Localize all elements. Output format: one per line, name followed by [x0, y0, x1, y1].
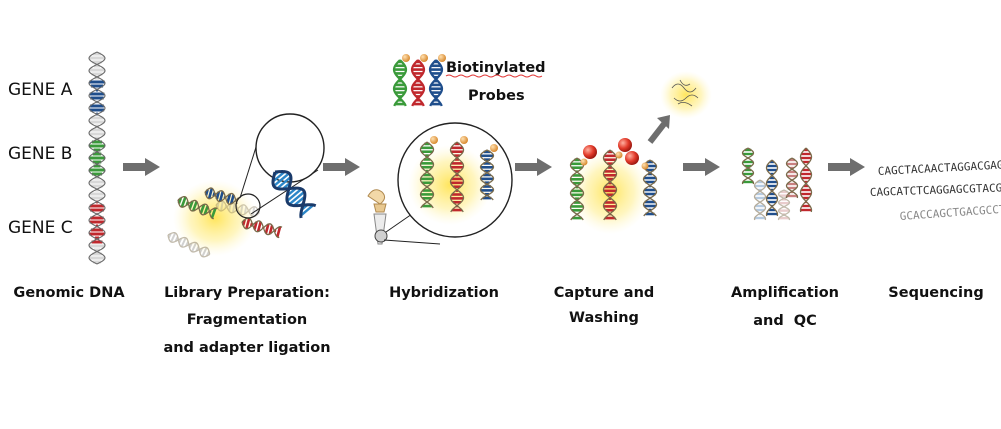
- arrow-3: [515, 158, 552, 176]
- svg-text:Library Preparation:: Library Preparation:: [164, 285, 330, 301]
- zoom-lens-hybridization: [383, 122, 513, 245]
- genomic-dna-helix: [88, 51, 106, 265]
- arrow-4: [683, 158, 720, 176]
- tube-icon: [367, 189, 388, 245]
- step-sequencing-label: Sequencing: [888, 285, 983, 301]
- wash-arrow: [647, 115, 670, 144]
- read-1: CAGCTACAACTAGGACGAGCCTG: [877, 157, 1001, 178]
- read-3: GCACCAGCTGACGCCT: [899, 203, 1001, 223]
- spellcheck-underline: [445, 74, 543, 78]
- gene-b-label: GENE B: [8, 144, 72, 164]
- sequencing-reads: CAGCTACAACTAGGACGAGCCTG CAGCATCTCAGGAGCG…: [870, 157, 1001, 223]
- washed-debris: [660, 71, 712, 119]
- svg-text:Amplification: Amplification: [731, 285, 839, 301]
- library-fragments: [167, 180, 283, 258]
- svg-text:and QC: and QC: [753, 313, 817, 329]
- probe-label-line1: Biotinylated: [446, 60, 546, 76]
- step-hybridization-label: Hybridization: [389, 285, 499, 301]
- arrow-1: [123, 158, 160, 176]
- process-arrows: [123, 158, 865, 176]
- zoom-lens-library: [235, 113, 325, 219]
- arrow-2: [323, 158, 360, 176]
- svg-text:and adapter ligation: and adapter ligation: [163, 340, 330, 356]
- step-library-label: Library Preparation: Fragmentation and a…: [163, 285, 330, 356]
- amplified-fragments: [741, 147, 813, 221]
- probe-label-line2: Probes: [468, 88, 525, 104]
- svg-text:Sequencing: Sequencing: [888, 285, 983, 301]
- probe-icons: [392, 54, 446, 107]
- svg-text:Washing: Washing: [569, 310, 639, 326]
- svg-text:Genomic DNA: Genomic DNA: [13, 285, 125, 301]
- step-capture-label: Capture and Washing: [554, 285, 655, 326]
- step-genomic-label: Genomic DNA: [13, 285, 125, 301]
- svg-text:Capture and: Capture and: [554, 285, 655, 301]
- gene-c-label: GENE C: [8, 218, 73, 238]
- gene-a-label: GENE A: [8, 80, 73, 100]
- capture-beads: [569, 138, 658, 234]
- read-2: CAGCATCTCAGGAGCGTACGC: [870, 181, 1001, 199]
- svg-text:Hybridization: Hybridization: [389, 285, 499, 301]
- arrow-5: [828, 158, 865, 176]
- step-amplification-label: Amplification and QC: [731, 285, 839, 329]
- svg-text:Fragmentation: Fragmentation: [187, 312, 307, 328]
